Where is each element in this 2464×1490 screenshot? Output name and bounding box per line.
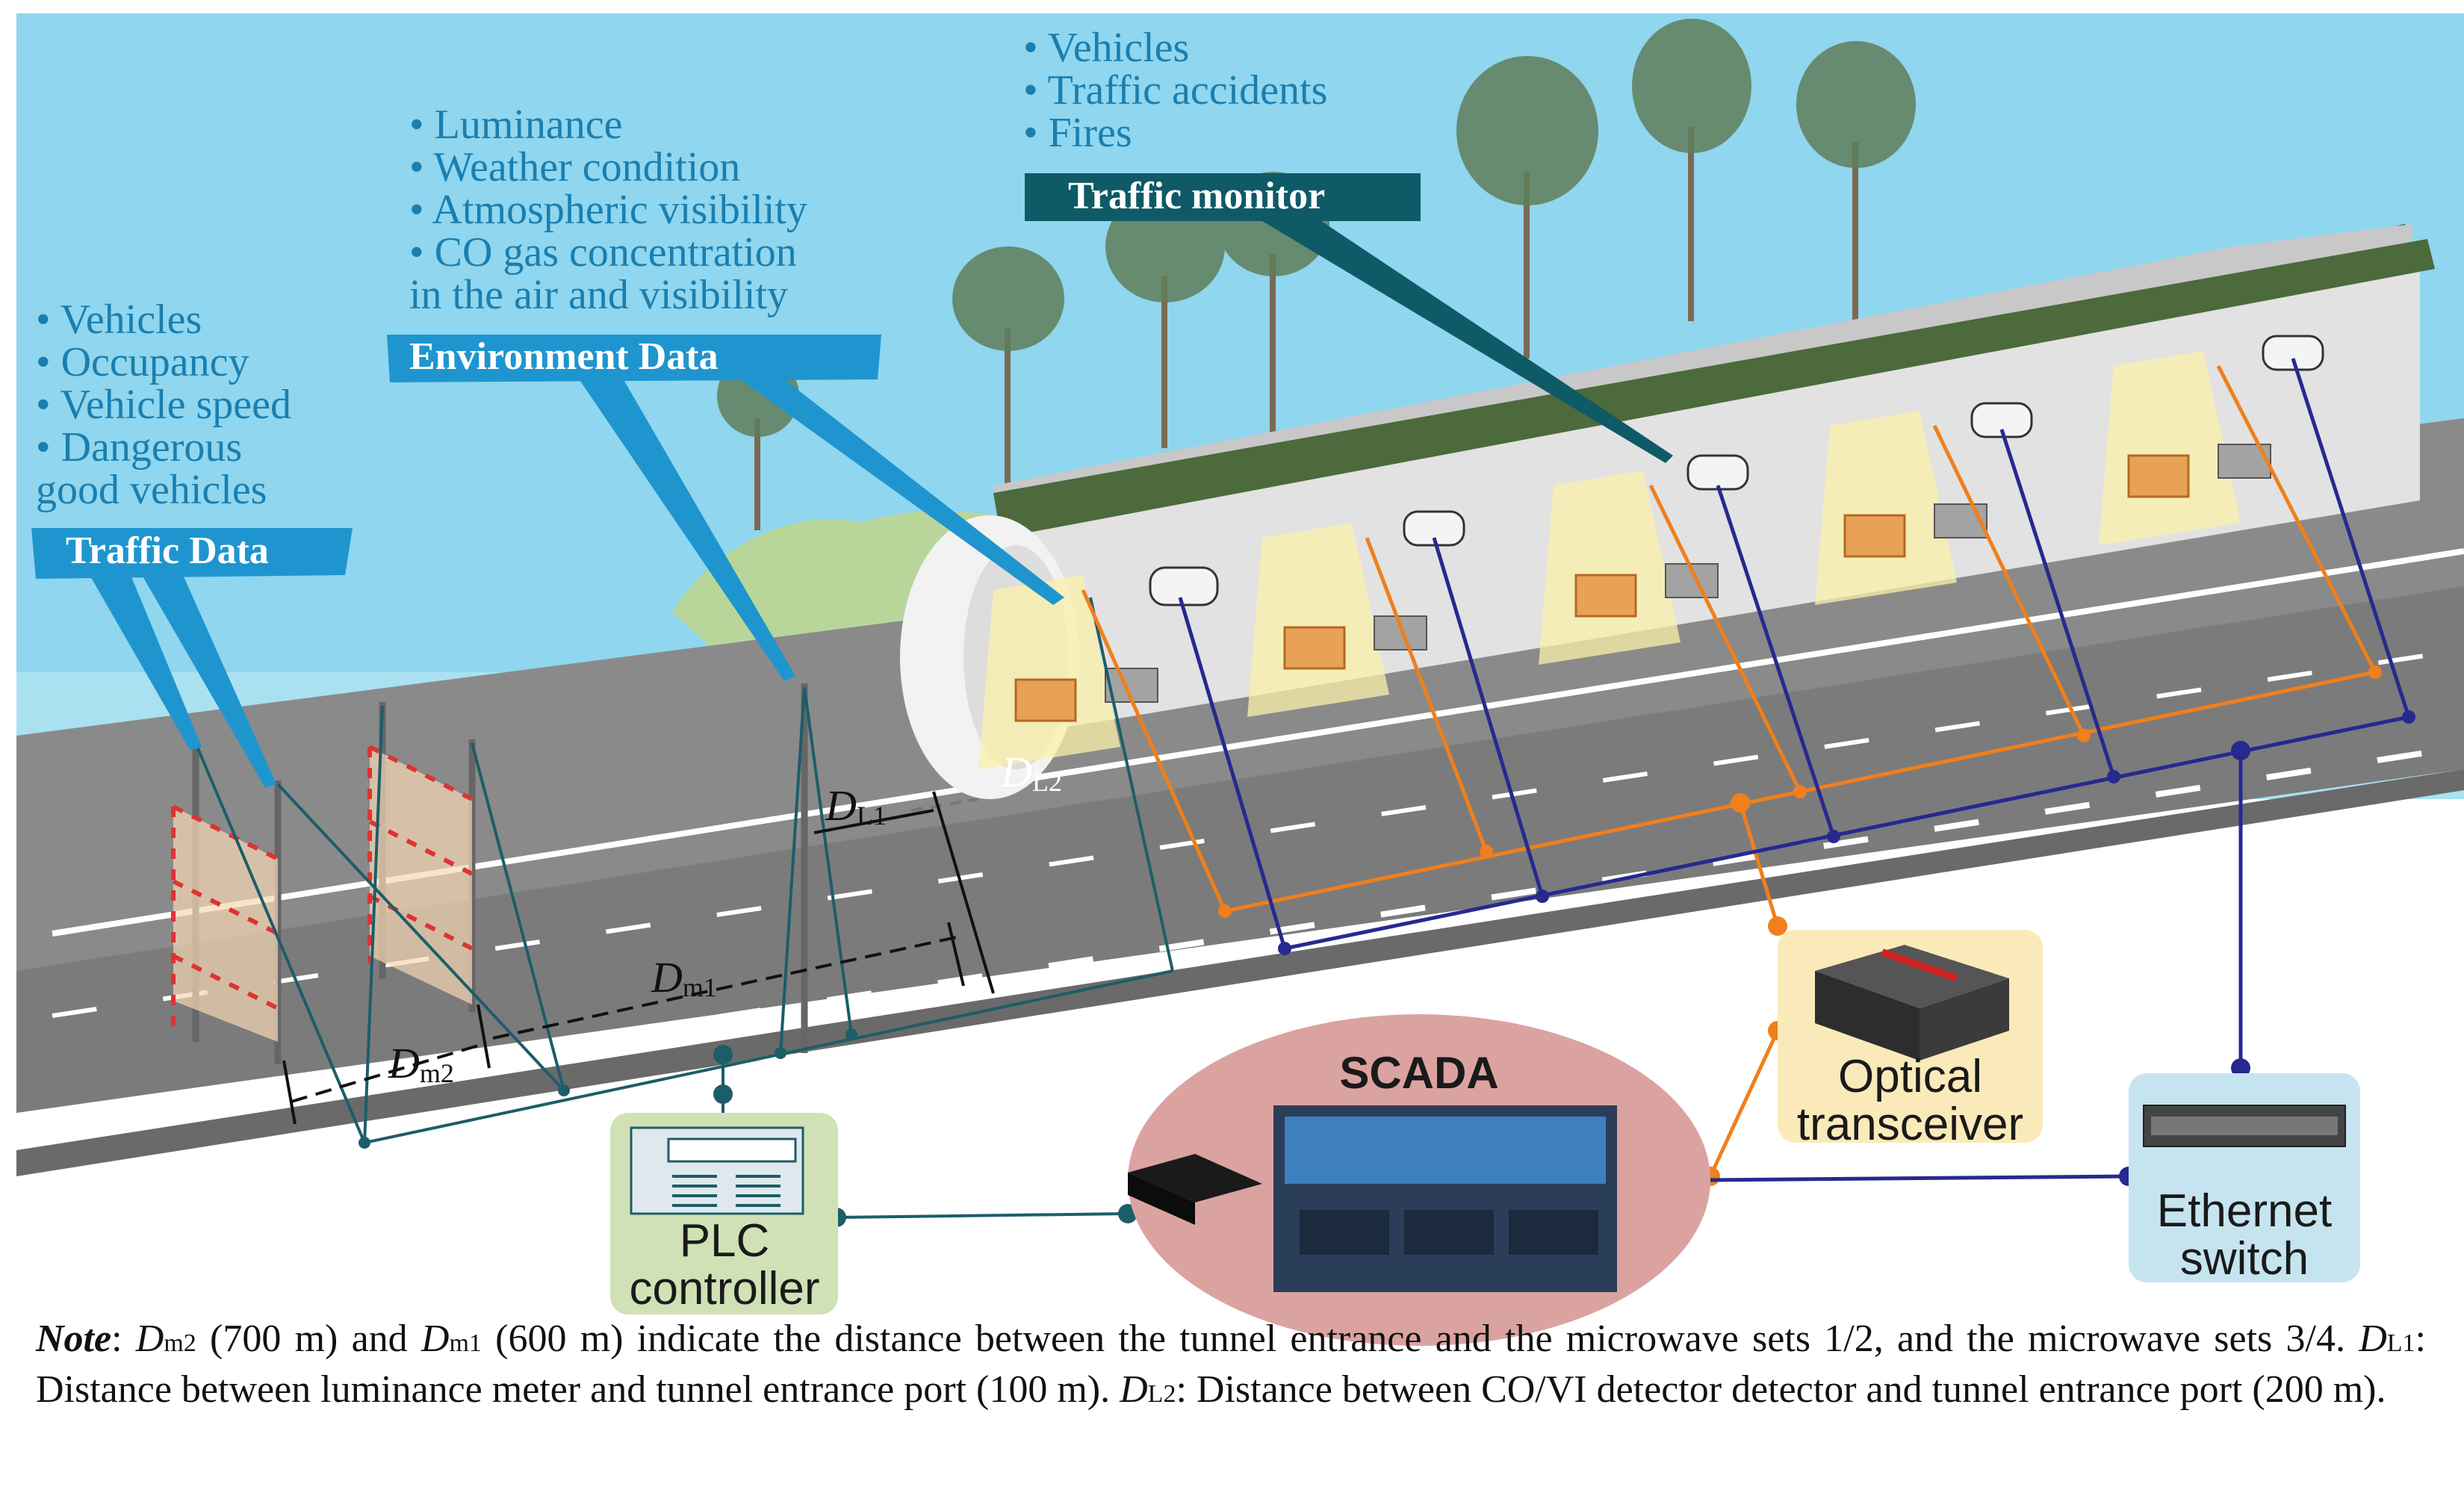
media-converter-icon bbox=[1128, 1154, 1262, 1225]
traffic-cameras bbox=[1149, 335, 2324, 606]
note-part-a: (700 m) and bbox=[196, 1317, 421, 1360]
optical-label-line1: Optical bbox=[1838, 1051, 1982, 1102]
optical-transceiver-label: Optical transceiver bbox=[1785, 1053, 2035, 1149]
navy-network-lines bbox=[1178, 358, 2411, 1182]
optical-label-line2: transceiver bbox=[1796, 1099, 2024, 1150]
microwave-gantries bbox=[171, 683, 808, 1064]
traffic-bullet-2: • Occupancy bbox=[36, 339, 249, 385]
plc-network-lines bbox=[194, 597, 1174, 1219]
note-dm1-sub: m1 bbox=[449, 1329, 482, 1357]
environment-bullet-3: • Atmospheric visibility bbox=[409, 187, 807, 233]
monitor-bullet-2: • Traffic accidents bbox=[1023, 67, 1328, 114]
scada-node bbox=[1128, 1014, 1710, 1346]
note-dm1: D bbox=[421, 1317, 450, 1360]
traffic-bullet-3: • Vehicle speed bbox=[36, 382, 292, 428]
dimension-arrows bbox=[282, 791, 995, 1125]
dim-dl1-label: DL1 bbox=[825, 781, 887, 831]
note-dm2: D bbox=[135, 1317, 164, 1360]
note-dl1: D bbox=[2359, 1317, 2387, 1360]
traffic-data-label: Traffic Data bbox=[66, 530, 269, 572]
road-edge bbox=[16, 769, 2464, 1176]
road-near-lane bbox=[16, 586, 2464, 1113]
traffic-data-bullets: • Vehicles • Occupancy • Vehicle speed •… bbox=[36, 299, 291, 512]
note-part-b: (600 m) indicate the distance between th… bbox=[481, 1317, 2359, 1360]
figure-note: Note: Dm2 (700 m) and Dm1 (600 m) indica… bbox=[36, 1317, 2426, 1411]
note-part-d: : Distance between CO/VI detector detect… bbox=[1176, 1368, 2386, 1411]
note-title: Note bbox=[36, 1317, 112, 1360]
plc-label-line2: controller bbox=[629, 1263, 820, 1314]
monitor-bullet-3: • Fires bbox=[1023, 110, 1132, 156]
ethernet-label-line2: switch bbox=[2179, 1233, 2309, 1285]
traffic-monitor-bullets: • Vehicles • Traffic accidents • Fires bbox=[1023, 27, 1327, 155]
traffic-monitor-label: Traffic monitor bbox=[1068, 175, 1326, 217]
scada-label: SCADA bbox=[1339, 1048, 1499, 1098]
ethernet-switch-node bbox=[2129, 1073, 2360, 1282]
note-part-c: : Distance between luminance meter and t… bbox=[36, 1317, 2426, 1411]
ethernet-switch-label: Ethernet switch bbox=[2136, 1188, 2353, 1283]
traffic-bullet-1: • Vehicles bbox=[36, 297, 202, 343]
orange-line-nodes bbox=[1218, 665, 2382, 1186]
environment-bullet-1: • Luminance bbox=[409, 102, 623, 148]
callout-pointers bbox=[90, 217, 1673, 788]
traffic-bullet-5: good vehicles bbox=[36, 467, 267, 513]
plc-node bbox=[610, 1113, 838, 1314]
environment-bullet-4: • CO gas concentration bbox=[409, 229, 797, 276]
tunnel-equipment bbox=[1014, 444, 2271, 722]
dim-dm1-label: Dm1 bbox=[651, 953, 717, 1002]
plc-label-line1: PLC bbox=[679, 1215, 770, 1267]
environment-bullet-2: • Weather condition bbox=[409, 144, 741, 190]
environment-data-bullets: • Luminance • Weather condition • Atmosp… bbox=[409, 104, 807, 317]
label-banners bbox=[31, 173, 1421, 579]
note-dl2-sub: L2 bbox=[1147, 1380, 1176, 1408]
optical-transceiver-node bbox=[1778, 930, 2043, 1143]
ethernet-label-line1: Ethernet bbox=[2156, 1185, 2333, 1237]
environment-data-label: Environment Data bbox=[409, 335, 719, 378]
note-dl1-sub: L1 bbox=[2386, 1329, 2415, 1357]
traffic-bullet-4: • Dangerous bbox=[36, 424, 243, 471]
environment-bullet-5: in the air and visibility bbox=[409, 272, 789, 318]
plc-label: PLC controller bbox=[620, 1217, 829, 1313]
note-dl2: D bbox=[1120, 1368, 1148, 1411]
dim-dm2-label: Dm2 bbox=[388, 1039, 454, 1088]
note-dm2-sub: m2 bbox=[164, 1329, 196, 1357]
dim-dl2-label: DL2 bbox=[1001, 748, 1062, 797]
monitor-bullet-1: • Vehicles bbox=[1023, 25, 1190, 71]
